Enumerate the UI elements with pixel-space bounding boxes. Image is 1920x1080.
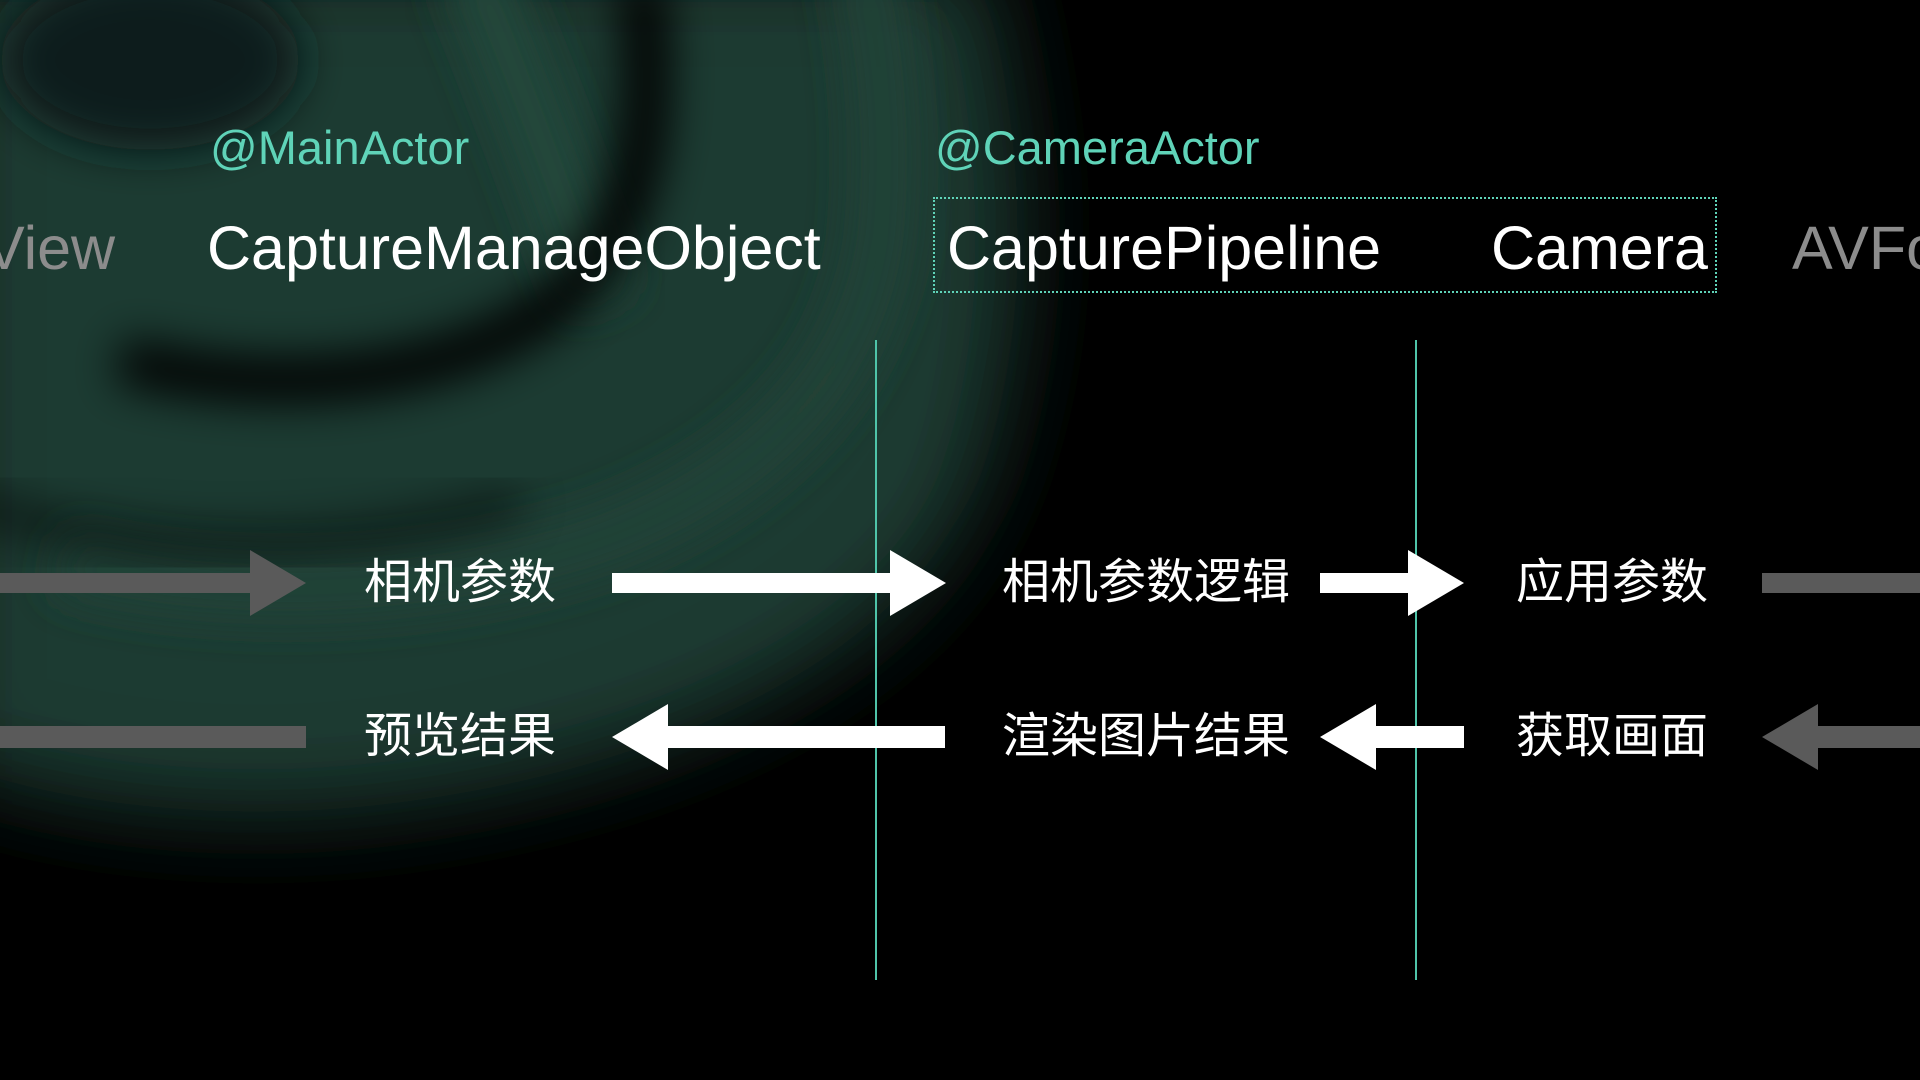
- main-actor-label: @MainActor: [210, 121, 470, 174]
- arrow-avfoundation-to-camera: [1762, 704, 1920, 770]
- component-capture-manage-object: CaptureManageObject: [207, 214, 821, 282]
- arrow-manage-to-view: [0, 726, 306, 748]
- step-preview-result: 预览结果: [364, 708, 557, 764]
- arrow-pipeline-to-manage: [612, 704, 945, 770]
- step-get-frame: 获取画面: [1516, 708, 1709, 764]
- arrow-pipeline-to-camera: [1320, 550, 1464, 616]
- step-camera-param-logic: 相机参数逻辑: [1002, 554, 1291, 610]
- step-apply-params: 应用参数: [1516, 554, 1709, 610]
- arrow-camera-to-avfoundation: [1762, 573, 1920, 593]
- step-camera-params: 相机参数: [364, 554, 557, 610]
- arrow-camera-to-pipeline: [1320, 704, 1464, 770]
- component-avfoundation: AVFo: [1792, 214, 1920, 282]
- component-capture-pipeline: CapturePipeline: [947, 214, 1382, 282]
- component-view: View: [0, 214, 116, 282]
- arrow-view-to-manage: [0, 550, 306, 616]
- arrow-manage-to-pipeline: [612, 550, 946, 616]
- step-render-image-result: 渲染图片结果: [1002, 708, 1291, 764]
- component-camera: Camera: [1491, 214, 1708, 282]
- camera-actor-box: [933, 197, 1717, 293]
- camera-actor-label: @CameraActor: [935, 121, 1260, 174]
